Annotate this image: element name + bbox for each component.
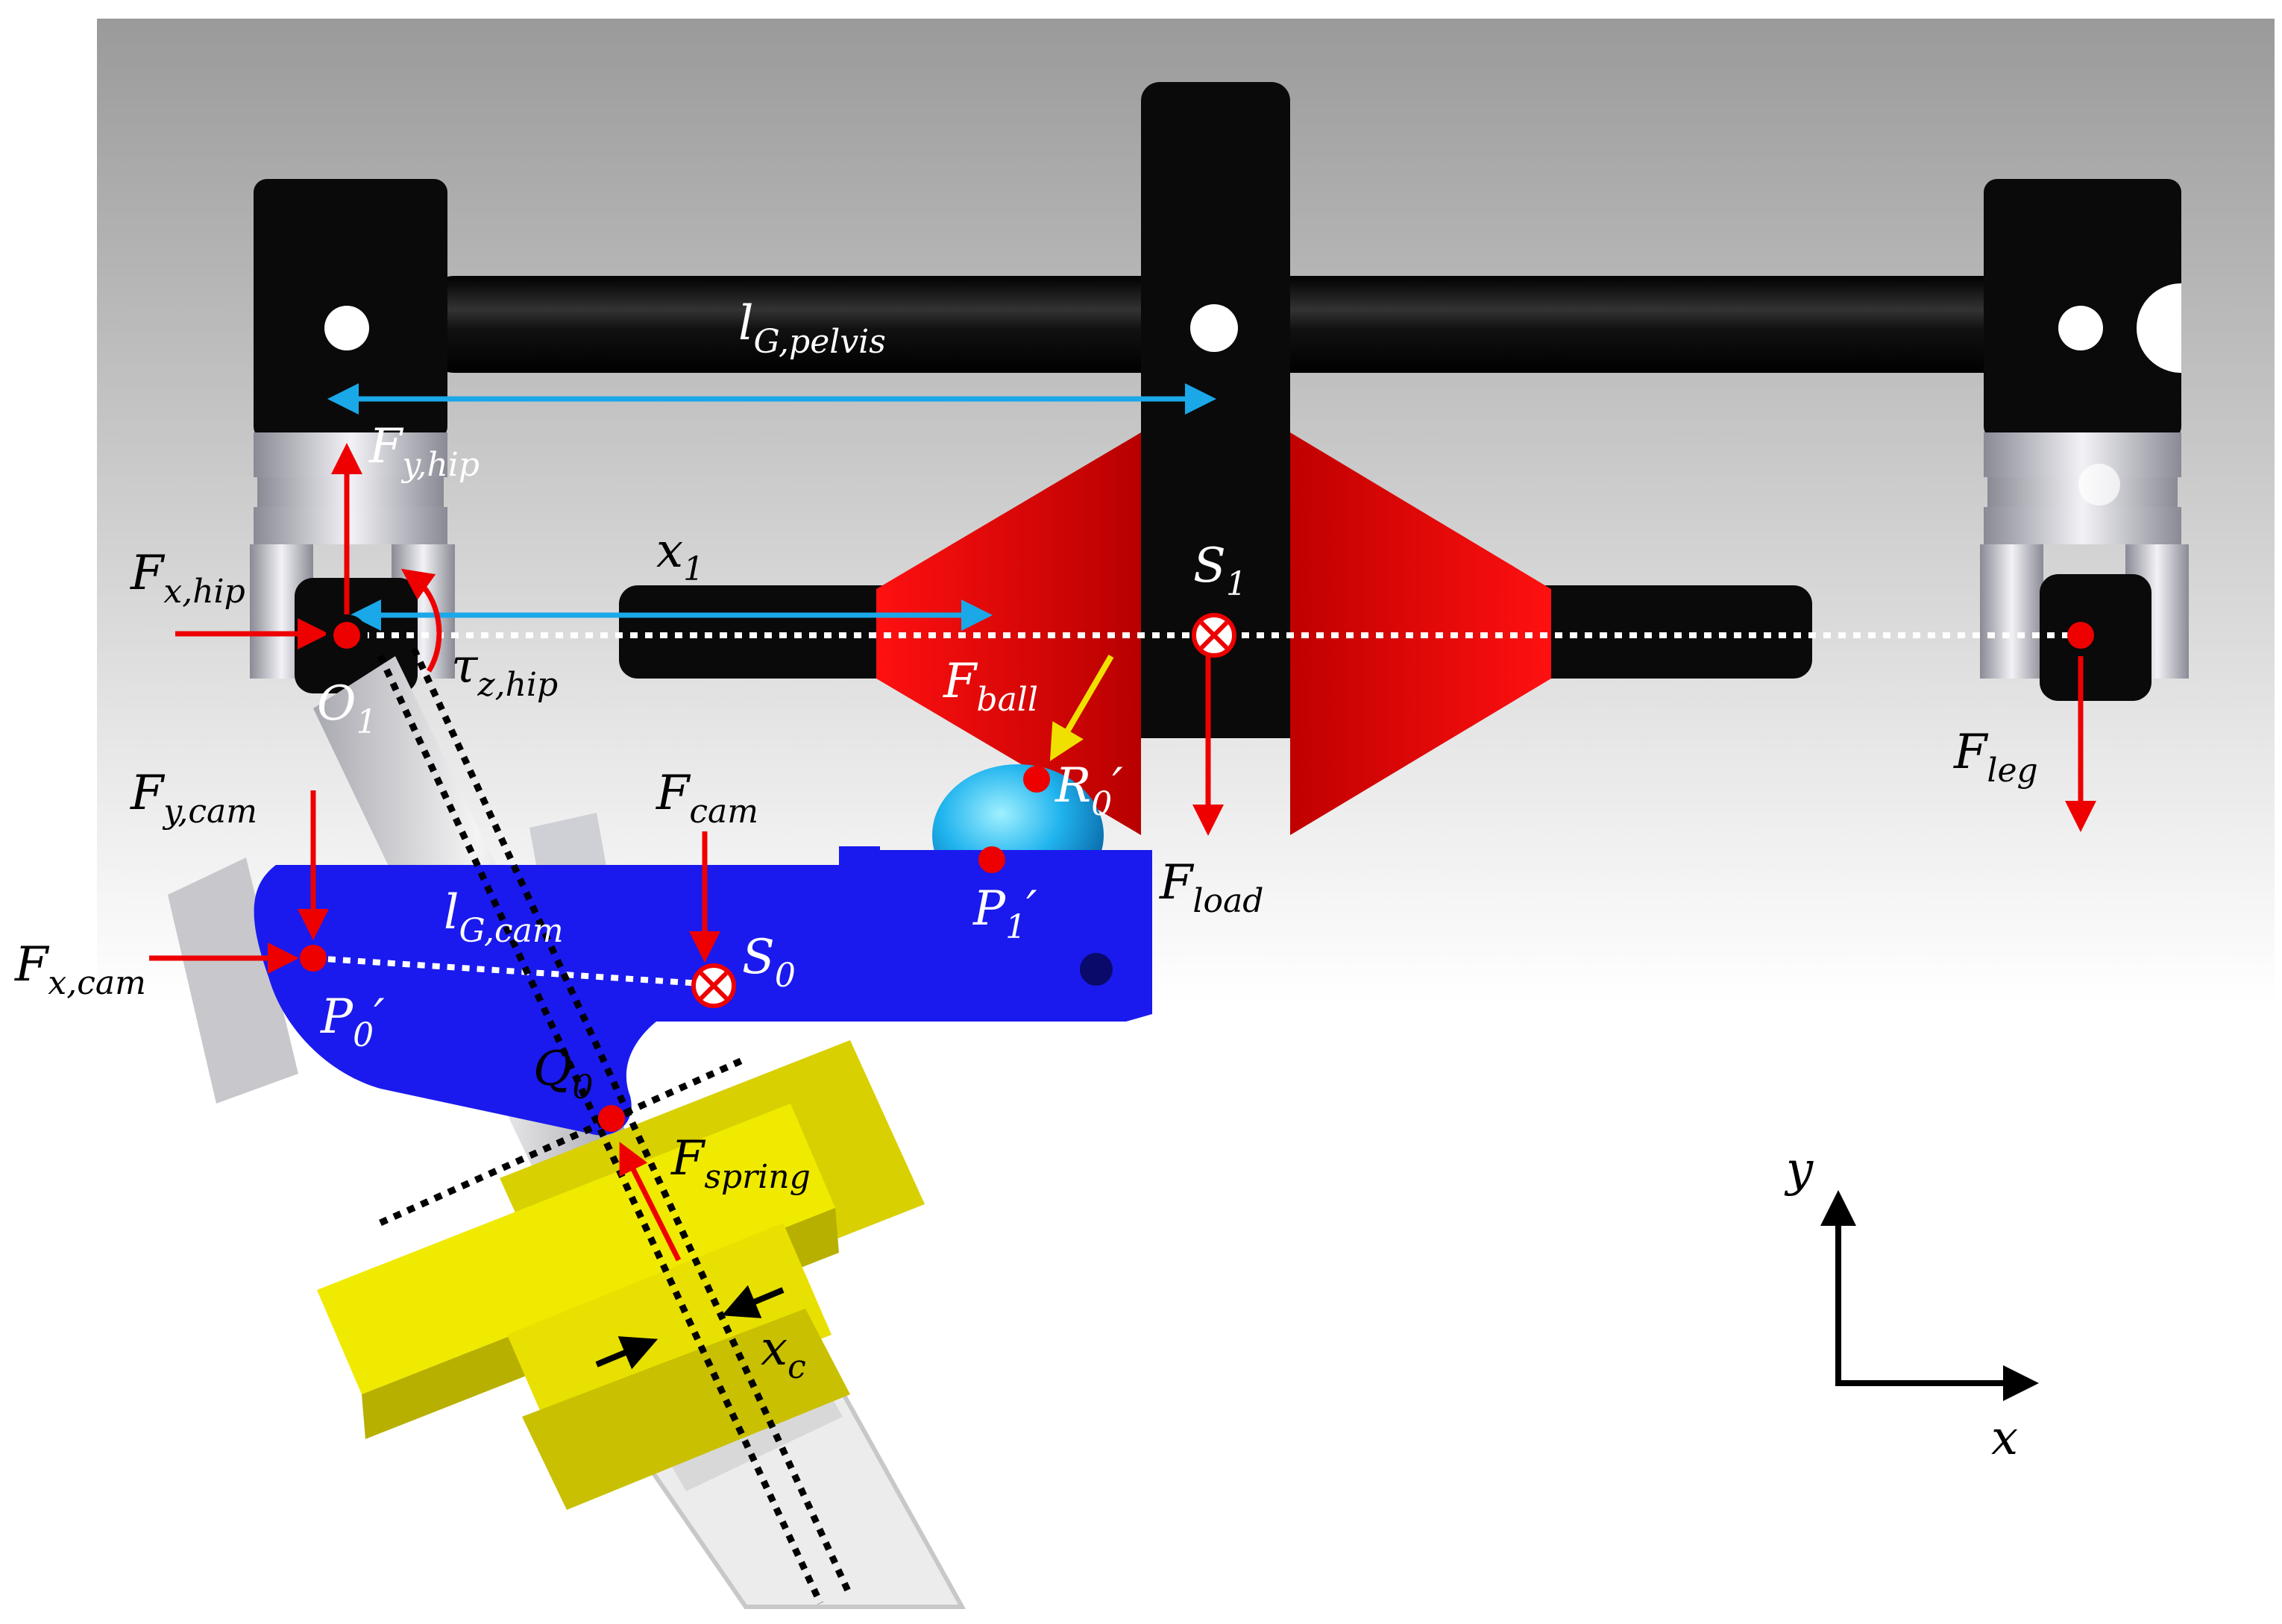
point-s1 [1192,613,1236,658]
dimension-arrows [327,383,1216,631]
label-f-load: Fload [1159,855,1263,920]
label-s0: S0 [742,930,796,995]
ball-force-arrow [1049,654,1114,761]
label-f-ball: Fball [943,654,1038,719]
label-s1: S1 [1193,538,1247,603]
right-hip-joint [1980,432,2189,701]
label-o1: O1 [317,676,377,741]
spring-assembly [317,1040,925,1510]
label-q0: Q0 [533,1042,593,1107]
label-f-x-hip: Fx,hip [130,546,245,611]
label-axis-x: x [1991,1411,2018,1466]
label-p0: P0′ [320,989,385,1054]
pelvis-frame [254,82,2181,738]
label-f-cam: Fcam [656,766,758,831]
point-s0 [691,963,736,1008]
label-f-leg: Fleg [1953,725,2038,790]
point-r0 [1023,766,1050,793]
points [300,613,2094,1132]
label-r0: R0′ [1054,758,1123,823]
label-f-y-cam: Fy,cam [130,766,257,831]
point-hip-right [2067,622,2094,649]
label-l-pelvis: lG,pelvis [738,296,886,361]
label-tau-z-hip: τz,hip [451,639,558,704]
point-p0 [300,945,327,972]
label-x1: x1 [656,523,704,588]
label-x-c: xc [761,1321,806,1386]
point-o1-dot [333,622,360,649]
cam-hole [1080,953,1113,986]
thickness-arrows [595,1285,785,1370]
force-arrows [149,443,2096,1262]
label-l-cam: lG,cam [444,885,564,950]
label-f-spring: Fspring [670,1131,811,1196]
label-f-x-cam: Fx,cam [14,937,146,1002]
point-p1 [978,846,1005,873]
label-f-y-hip: Fy,hip [368,419,480,484]
label-p1: P1′ [972,881,1037,946]
point-q0 [598,1105,625,1132]
coordinate-axes [1820,1190,2039,1401]
label-axis-y: y [1784,1142,1814,1197]
